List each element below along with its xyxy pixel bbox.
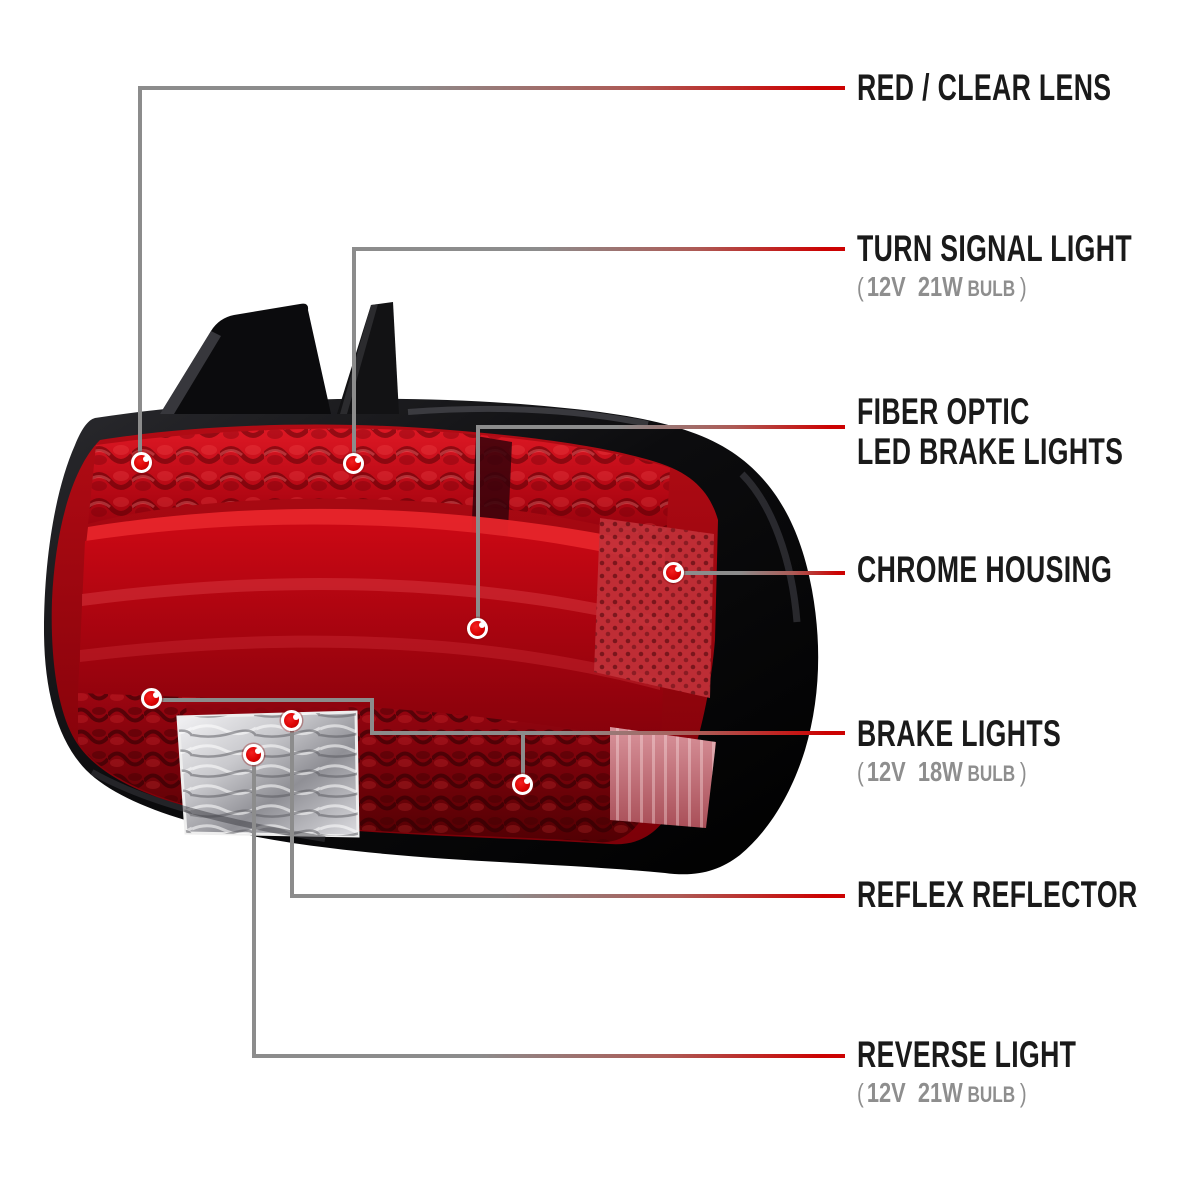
leader-reflex-h: [290, 894, 845, 898]
paren-close: ): [1019, 272, 1027, 302]
fin: [160, 303, 331, 414]
bulb-word: BULB: [967, 761, 1016, 786]
housing-top-shine: [407, 405, 649, 427]
fin-highlight: [160, 331, 221, 414]
paren-close: ): [1019, 1078, 1027, 1108]
bulb-spec: 12V 21W: [866, 271, 963, 302]
callout-title: REVERSE LIGHT: [857, 1034, 1077, 1075]
reverse-lens-streaks: [178, 712, 358, 836]
lens-mid-band: [78, 524, 667, 745]
lens-ribbed-lines: [610, 727, 716, 828]
mid-streak-1: [82, 577, 663, 630]
leader-turn-signal-v: [352, 247, 356, 466]
lens-bright-stripe: [86, 508, 666, 566]
callout-chrome-housing: CHROME HOUSING: [857, 550, 1200, 590]
leader-turn-signal-h: [352, 247, 845, 251]
fin-blade-highlight: [340, 304, 378, 414]
bulb-word: BULB: [967, 1082, 1016, 1107]
marker-reverse-light: [243, 744, 264, 765]
marker-turn-signal: [343, 453, 364, 474]
bulb-spec: 12V 21W: [866, 1077, 963, 1108]
leader-reverse-v: [252, 755, 256, 1058]
bulb-spec: 12V 18W: [866, 756, 963, 787]
marker-red-clear-lens: [131, 452, 152, 473]
housing-bottom-shine: [90, 769, 326, 842]
leader-brake-h: [370, 731, 845, 735]
callout-reflex-reflector: REFLEX REFLECTOR: [857, 875, 1200, 915]
callout-title-line2: LED BRAKE LIGHTS: [857, 431, 1124, 472]
leader-reverse-h: [252, 1054, 845, 1058]
leader-red-clear-lens-h: [138, 86, 845, 90]
marker-fiber-optic: [467, 618, 488, 639]
callout-fiber-optic-led-brake-lights: FIBER OPTIC LED BRAKE LIGHTS: [857, 392, 1200, 472]
marker-chrome-housing: [663, 562, 684, 583]
marker-brake-right: [512, 774, 533, 795]
callout-title-line1: FIBER OPTIC: [857, 391, 1030, 432]
leader-brake-jog-v: [370, 698, 374, 735]
marker-reflex-reflector: [281, 710, 302, 731]
housing-right-shine: [739, 471, 801, 623]
paren-open: (: [857, 757, 864, 787]
leader-fiber-optic-h: [476, 425, 845, 429]
leader-brake-branch-v: [521, 731, 525, 786]
leader-fiber-optic-v: [476, 425, 480, 631]
callout-title: TURN SIGNAL LIGHT: [857, 228, 1132, 269]
paren-open: (: [857, 1078, 864, 1108]
leader-brake-jog-h: [152, 698, 374, 702]
lens-right-dots: [594, 518, 714, 698]
callout-title: REFLEX REFLECTOR: [857, 874, 1138, 915]
mid-streak-2: [80, 635, 660, 690]
callout-title: BRAKE LIGHTS: [857, 713, 1062, 754]
paren-open: (: [857, 272, 864, 302]
leader-red-clear-lens-v: [138, 86, 142, 465]
paren-close: ): [1019, 757, 1027, 787]
leader-chrome-housing-h: [674, 571, 845, 575]
bulb-word: BULB: [967, 276, 1016, 301]
leader-reflex-v: [290, 721, 294, 898]
callout-title: RED / CLEAR LENS: [857, 67, 1112, 108]
callout-title: CHROME HOUSING: [857, 549, 1113, 590]
marker-brake-left: [141, 688, 162, 709]
lens-upper-facets: [88, 428, 670, 542]
callout-red-clear-lens: RED / CLEAR LENS: [857, 68, 1200, 108]
